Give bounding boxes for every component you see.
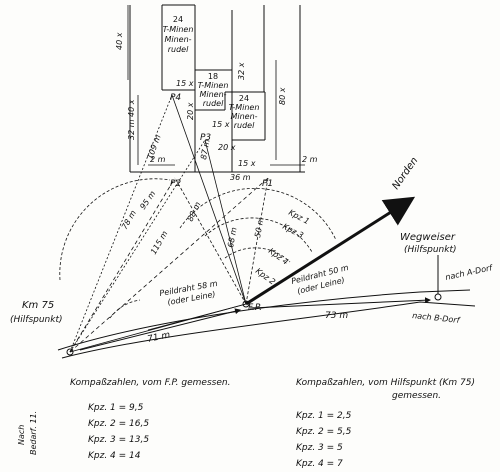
wegweiser-title: Wegweiser: [400, 232, 456, 243]
minefield-outline: [129, 4, 305, 173]
mine-group-2-line: 18: [208, 72, 218, 81]
point-p2: P2: [170, 179, 181, 189]
legend-left-row: Kpz. 1 = 9,5: [88, 403, 144, 413]
mine-group-2: 18 T-Minen Minen- rudel: [198, 72, 229, 108]
north-label: Norden: [390, 155, 420, 191]
mine-group-1-line: Minen-: [164, 35, 191, 44]
km75-title: Km 75: [22, 300, 54, 311]
angle-kpz3: Kpz 3: [281, 222, 305, 240]
mine-group-3-line: Minen-: [230, 112, 257, 121]
wegweiser-sub: (Hilfspunkt): [404, 245, 457, 255]
legend-left-row: Kpz. 2 = 16,5: [88, 419, 149, 429]
legend-left-row: Kpz. 3 = 13,5: [88, 435, 149, 445]
mine-group-1: 24 T-Minen Minen- rudel: [163, 15, 194, 54]
legend-right-title-1: Kompaßzahlen, vom Hilfspunkt (Km 75): [296, 378, 475, 388]
north-arrow: [245, 196, 416, 306]
legend-left-title: Kompaßzahlen, vom F.P. gemessen.: [70, 378, 230, 388]
mine-group-2-line: T-Minen: [198, 81, 229, 90]
road-label-a: nach A-Dorf: [445, 263, 494, 282]
legend-right-row: Kpz. 1 = 2,5: [296, 411, 352, 421]
road: [57, 255, 476, 359]
point-fp-marker: [242, 300, 250, 308]
angle-kpz4: Kpz 4: [267, 246, 290, 266]
legend-right-row: Kpz. 3 = 5: [296, 443, 343, 453]
legend-right-rows: Kpz. 1 = 2,5 Kpz. 2 = 5,5 Kpz. 3 = 5 Kpz…: [296, 411, 352, 469]
road-label-b: nach B-Dorf: [412, 311, 461, 325]
legend-left-rows: Kpz. 1 = 9,5 Kpz. 2 = 16,5 Kpz. 3 = 13,5…: [88, 403, 149, 461]
mine-group-2-line: Minen-: [199, 90, 226, 99]
mine-group-3-line: rudel: [234, 121, 255, 130]
angle-kpz1: Kpz 1: [287, 208, 311, 226]
legend-left-row: Kpz. 4 = 14: [88, 451, 141, 461]
dimension-lines: [127, 5, 305, 166]
mine-group-1-line: 24: [173, 15, 183, 24]
mine-group-3-line: T-Minen: [229, 103, 260, 112]
ray-95m: 95 m: [138, 189, 157, 211]
margin-note-line: Bedarf. 11.: [29, 411, 38, 455]
mine-group-3: 24 T-Minen Minen- rudel: [229, 94, 260, 130]
mine-group-2-line: rudel: [203, 99, 224, 108]
legend-right-title-2: gemessen.: [392, 391, 441, 401]
km75-sub: (Hilfspunkt): [10, 315, 63, 325]
dim-base-2m-left: 2 m: [150, 155, 166, 164]
mine-group-3-line: 24: [239, 94, 249, 103]
point-p3: P3: [200, 133, 211, 143]
dim-base-2m-right: 2 m: [302, 155, 318, 164]
dim-upper-small: 32 x: [237, 62, 246, 80]
ray-115m: 115 m: [149, 229, 170, 256]
margin-note: Nach Bedarf. 11.: [17, 411, 38, 455]
dim-w15c: 15 x: [238, 159, 256, 168]
dim-right: 80 x: [278, 87, 287, 105]
road-dist-right: 73 m: [325, 311, 348, 321]
survey-points: P4 P3 P2 P1 F.P.: [66, 93, 273, 356]
dim-p3-20: 20 x: [218, 143, 236, 152]
dim-base-36m: 36 m: [230, 173, 251, 182]
mine-group-1-line: T-Minen: [163, 25, 194, 34]
mine-group-1-line: rudel: [168, 45, 189, 54]
road-dist-left: 71 m: [147, 330, 172, 345]
peildraht-left: Peildraht 58 m (oder Leine): [159, 279, 219, 307]
point-km75-marker: [66, 348, 74, 356]
angle-kpz2: Kpz 2: [254, 266, 277, 286]
margin-note-line: Nach: [17, 425, 26, 445]
ray-78m: 78 m: [120, 209, 138, 231]
dim-p4-20: 20 x: [186, 102, 195, 120]
dim-w15a: 15 x: [176, 79, 194, 88]
wegweiser-label: Wegweiser (Hilfspunkt): [400, 232, 457, 255]
dim-w15b: 15 x: [212, 120, 230, 129]
legend-right-row: Kpz. 4 = 7: [296, 459, 343, 469]
rays-from-km75: [69, 94, 269, 353]
ray-68m: 68 m: [226, 226, 238, 248]
legend-right-row: Kpz. 2 = 5,5: [296, 427, 352, 437]
ray-88m: 88 m: [186, 200, 203, 223]
peildraht-right: Peildraht 50 m (oder Leine): [290, 263, 349, 296]
point-p4: P4: [170, 93, 181, 103]
point-p1: P1: [262, 179, 273, 189]
angle-arcs: [59, 178, 337, 319]
ray-50m: 50 m: [253, 216, 265, 238]
dim-top-left: 40 x: [115, 32, 124, 50]
km75-label: Km 75 (Hilfspunkt): [10, 300, 63, 325]
dim-mid-left: 32 m 40 x: [127, 99, 136, 140]
